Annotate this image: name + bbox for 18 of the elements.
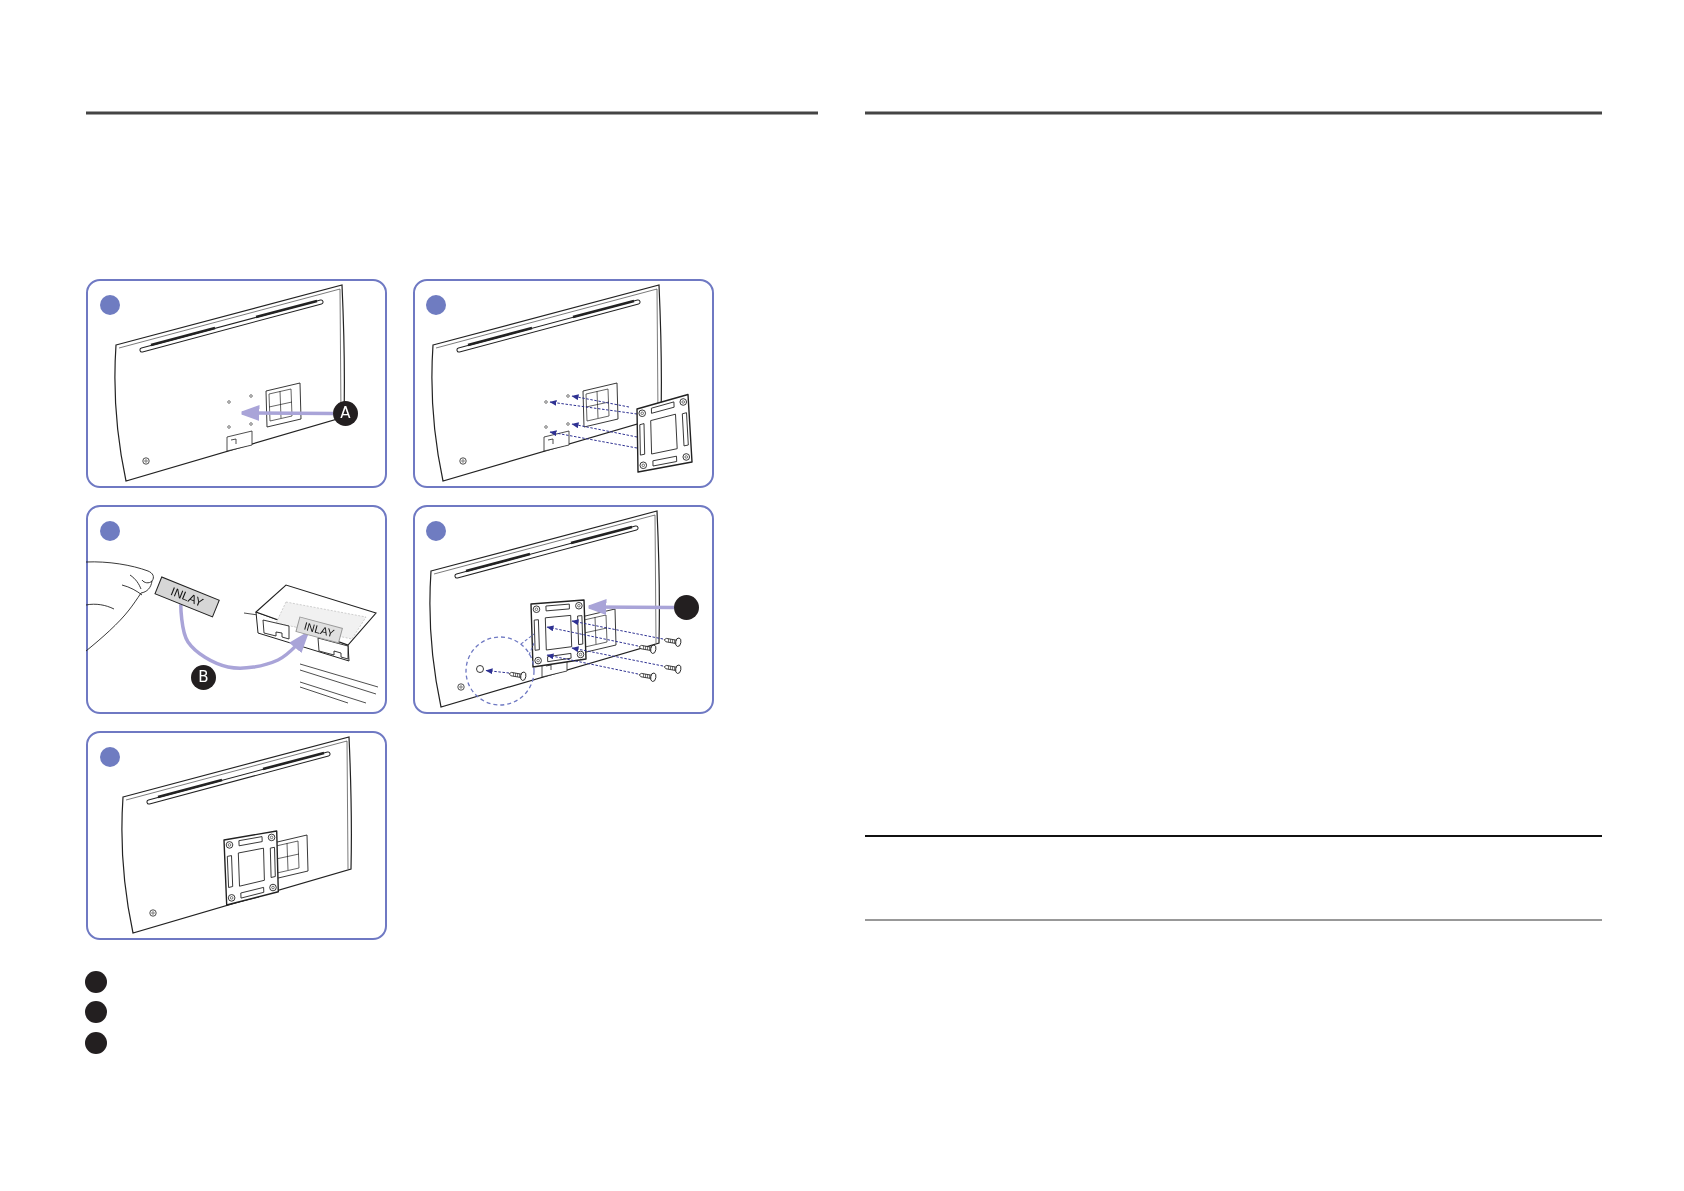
step-dot-icon: [426, 521, 446, 541]
step-panel: [413, 505, 714, 714]
step-dot-icon: [100, 747, 120, 767]
callout-letter: A: [333, 401, 358, 426]
step-dot-icon: [426, 295, 446, 315]
bullet-dot-icon: [85, 1032, 107, 1054]
inlay-label: INLAY: [294, 616, 344, 644]
step-panel: [86, 279, 387, 488]
bullet-dot-icon: [85, 971, 107, 993]
step-dot-icon: [100, 295, 120, 315]
step-panel: [86, 731, 387, 940]
inlay-label-strip: INLAY: [153, 576, 221, 618]
bullet-dot-icon: [85, 1001, 107, 1023]
callout-dot-icon: [674, 595, 699, 620]
step-panel: [413, 279, 714, 488]
callout-letter: B: [191, 665, 216, 690]
step-panel: [86, 505, 387, 714]
step-dot-icon: [100, 521, 120, 541]
